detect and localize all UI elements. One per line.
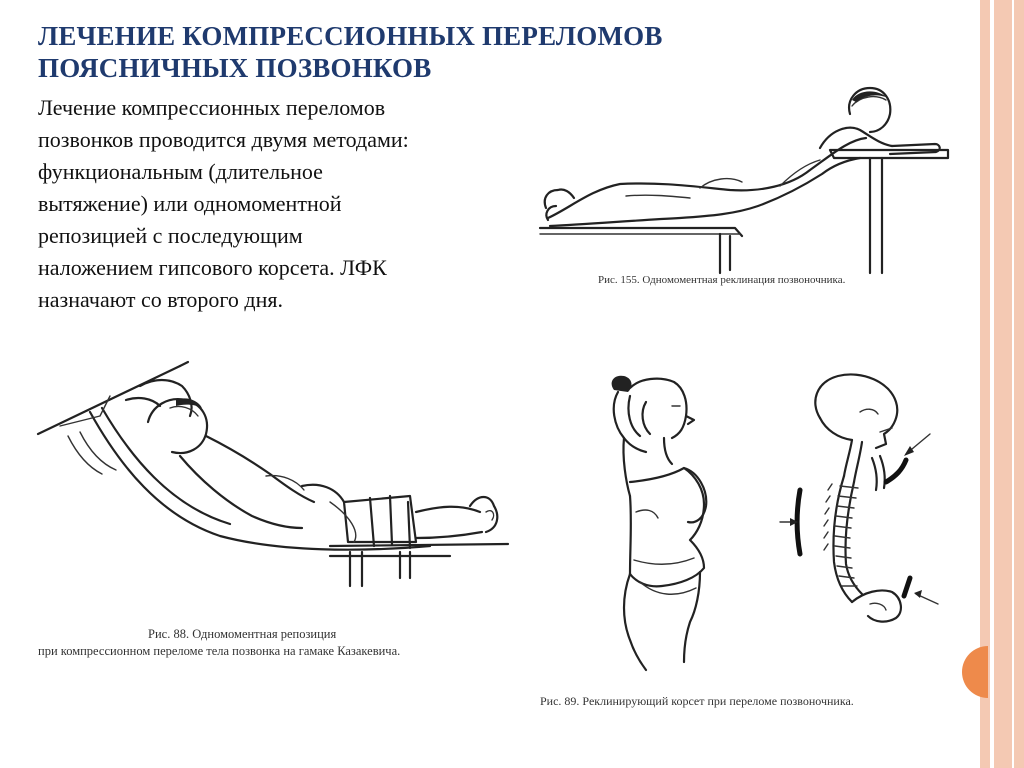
body-line: назначают со второго дня.: [38, 287, 283, 312]
figure-88-caption: Рис. 88. Одномоментная репозиция при ком…: [38, 626, 400, 660]
figure-corset-woman: [611, 375, 708, 672]
decorative-orange-tab: [962, 646, 988, 698]
figure-155-caption: Рис. 155. Одномоментная реклинация позво…: [598, 274, 846, 286]
figure-88-caption-line: при компрессионном переломе тела позвонк…: [38, 644, 401, 658]
figure-89-caption: Рис. 89. Реклинирующий корсет при перело…: [540, 694, 854, 708]
figure-prone-reclination: [538, 86, 950, 275]
body-line: Лечение компрессионных переломов: [38, 95, 386, 120]
body-line: функциональным (длительное: [38, 159, 323, 184]
figure-corset-spine: [779, 373, 939, 623]
body-line: вытяжение) или одномоментной: [38, 191, 342, 216]
slide-title-line: ЛЕЧЕНИЕ КОМПРЕССИОННЫХ ПЕРЕЛОМОВ: [38, 21, 663, 51]
slide-title-line: ПОЯСНИЧНЫХ ПОЗВОНКОВ: [38, 53, 432, 83]
decorative-right-band: [980, 0, 1024, 768]
decorative-band-stripe: [1012, 0, 1014, 768]
body-line: позвонков проводится двумя методами:: [38, 127, 409, 152]
decorative-band-stripe: [990, 0, 994, 768]
slide-body-text: Лечение компрессионных переломов позвонк…: [38, 92, 538, 316]
body-line: наложением гипсового корсета. ЛФК: [38, 255, 387, 280]
body-line: репозицией с последующим: [38, 223, 303, 248]
figure-hammock-reposition: [36, 360, 510, 588]
figure-88-caption-line: Рис. 88. Одномоментная репозиция: [148, 627, 337, 641]
slide-title: ЛЕЧЕНИЕ КОМПРЕССИОННЫХ ПЕРЕЛОМОВ ПОЯСНИЧ…: [38, 20, 938, 84]
